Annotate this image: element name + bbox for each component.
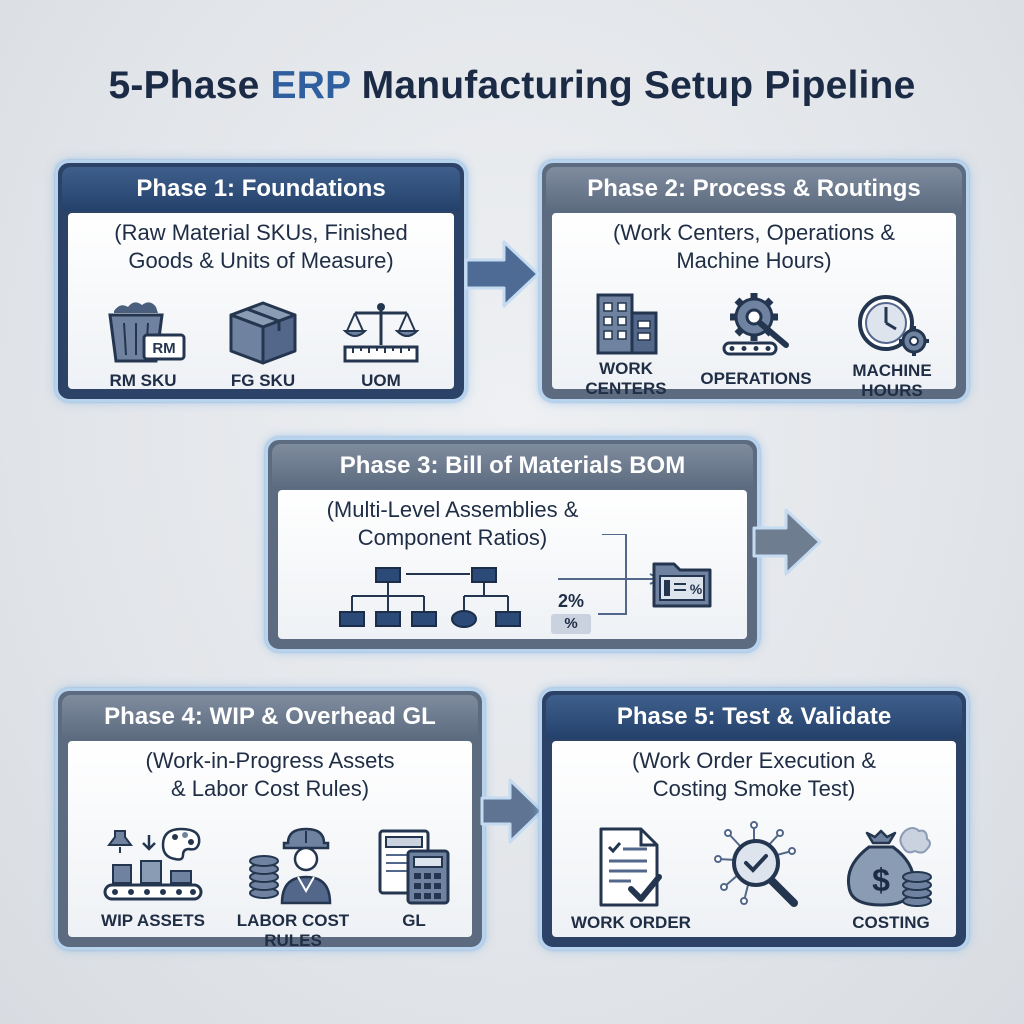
work-order-item: WORK ORDER (566, 825, 696, 933)
svg-text:%: % (690, 581, 703, 597)
phase-2-card: Phase 2: Process & Routings (Work Center… (539, 160, 969, 402)
hierarchy-tree-icon (339, 567, 521, 628)
phase-4-subtitle: (Work-in-Progress Assets & Labor Cost Ru… (145, 748, 395, 801)
conveyor-palette-icon (103, 827, 203, 901)
wip-assets-item: WIP ASSETS (90, 827, 216, 931)
smoke-test-item (702, 821, 822, 913)
arrow-phase1-to-phase2 (464, 240, 540, 308)
svg-text:$: $ (872, 862, 890, 898)
worker-coins-icon (249, 827, 332, 905)
fg-sku-label: FG SKU (230, 371, 296, 390)
phase-3-body: (Multi-Level Assemblies & Component Rati… (278, 490, 747, 639)
phase-1-subtitle: (Raw Material SKUs, Finished Goods & Uni… (114, 220, 408, 273)
operations-item: OPERATIONS (686, 291, 826, 389)
rm-sku-item: RM RM SKU (88, 299, 198, 391)
folder-icon: % (652, 562, 712, 608)
wip-assets-label: WIP ASSETS (101, 911, 205, 930)
costing-label: COSTING (852, 913, 930, 932)
phase-2-body: (Work Centers, Operations & Machine Hour… (552, 213, 956, 400)
magnifier-check-network-icon (714, 821, 798, 907)
uom-item: UOM (326, 299, 436, 391)
phase-4-title: Phase 4: WIP & Overhead GL (62, 695, 478, 739)
money-bag-icon: $ (846, 827, 932, 907)
uom-label: UOM (361, 371, 401, 390)
fg-sku-item: FG SKU (208, 299, 318, 391)
phase-5-subtitle: (Work Order Execution & Costing Smoke Te… (631, 748, 877, 801)
ratio-icon: 2% % (543, 590, 599, 634)
phase-2-title: Phase 2: Process & Routings (546, 167, 962, 211)
box-icon (229, 301, 297, 365)
scale-ruler-icon (342, 303, 420, 363)
document-check-icon (599, 827, 662, 907)
phase-1-body: (Raw Material SKUs, Finished Goods & Uni… (68, 213, 454, 391)
rm-sku-label: RM SKU (109, 371, 177, 390)
gl-item: GL (364, 827, 464, 931)
clock-gear-icon (858, 295, 929, 356)
phase-3-card: Phase 3: Bill of Materials BOM (Multi-Le… (265, 437, 760, 652)
phase-4-card: Phase 4: WIP & Overhead GL (Work-in-Prog… (55, 688, 485, 950)
phase-5-title: Phase 5: Test & Validate (546, 695, 962, 739)
raw-material-bin-icon: RM (108, 302, 186, 363)
work-order-label: WORK ORDER (571, 913, 691, 932)
phase-5-body: (Work Order Execution & Costing Smoke Te… (552, 741, 956, 937)
operations-label: OPERATIONS (700, 369, 812, 388)
phase-2-subtitle: (Work Centers, Operations & Machine Hour… (612, 220, 896, 273)
building-icon (596, 293, 658, 355)
calculator-ledger-icon (378, 829, 450, 905)
phase-3-title: Phase 3: Bill of Materials BOM (272, 444, 753, 488)
phase-1-title: Phase 1: Foundations (62, 167, 460, 211)
phase-4-body: (Work-in-Progress Assets & Labor Cost Ru… (68, 741, 472, 950)
arrow-phase3-out (752, 508, 822, 576)
connector-lines (558, 534, 662, 615)
phase-1-card: Phase 1: Foundations (Raw Material SKUs,… (55, 160, 467, 402)
gear-wrench-conveyor-icon (722, 293, 789, 356)
phase-3-subtitle: (Multi-Level Assemblies & Component Rati… (326, 497, 579, 550)
gl-label: GL (402, 911, 426, 930)
arrow-phase4-to-phase5 (480, 778, 544, 844)
phase-5-card: Phase 5: Test & Validate (Work Order Exe… (539, 688, 969, 950)
costing-item: $ COSTING (826, 825, 956, 933)
page-title: 5-Phase ERP Manufacturing Setup Pipeline (108, 64, 916, 107)
svg-text:RM: RM (152, 340, 175, 357)
